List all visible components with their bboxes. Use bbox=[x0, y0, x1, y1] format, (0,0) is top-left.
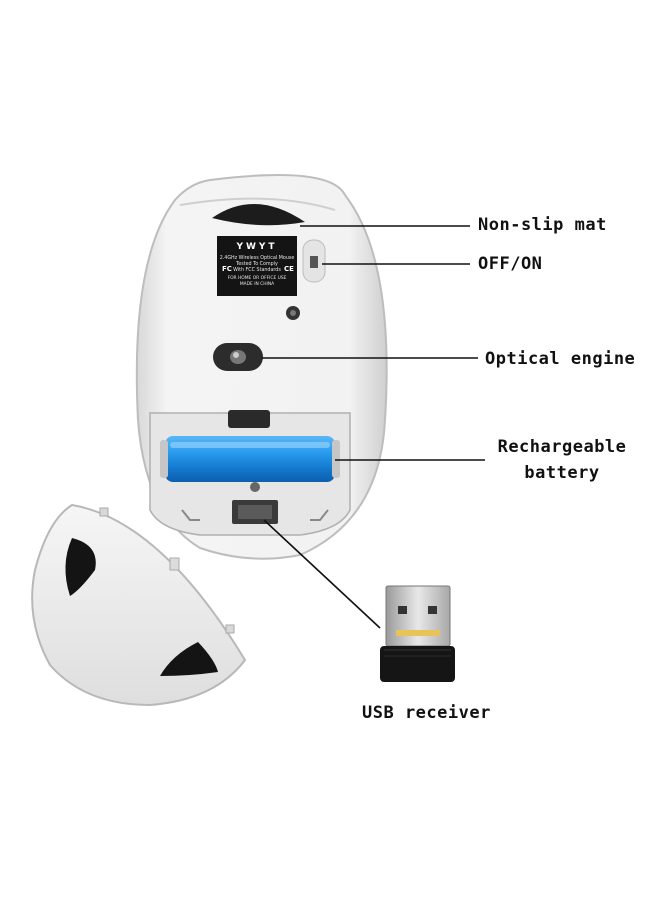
ce-mark: CE bbox=[284, 265, 294, 273]
label-battery: Rechargeable battery bbox=[492, 434, 632, 486]
sticker-brand: YWYT bbox=[235, 242, 277, 252]
rechargeable-battery bbox=[160, 436, 340, 482]
non-slip-pad-top bbox=[212, 203, 305, 226]
label-battery-line-2: battery bbox=[524, 463, 600, 483]
fcc-mark: FC bbox=[222, 265, 232, 273]
sticker-line-2: Tested To Comply bbox=[235, 261, 278, 267]
sticker-line-5: MADE IN CHINA bbox=[240, 281, 274, 287]
label-off-on: OFF/ON bbox=[478, 254, 543, 274]
cover-pad-left bbox=[65, 538, 96, 596]
sticker-line-4: FOR HOME OR OFFICE USE bbox=[228, 275, 287, 281]
label-usb-receiver: USB receiver bbox=[362, 703, 491, 723]
mouse-body bbox=[135, 174, 388, 560]
sticker-line-3: With FCC Standards bbox=[233, 267, 281, 273]
label-non-slip-mat: Non-slip mat bbox=[478, 215, 607, 235]
cover-pad-right bbox=[160, 642, 218, 676]
label-battery-line-1: Rechargeable bbox=[497, 437, 627, 457]
callout-lines bbox=[262, 225, 485, 629]
usb-receiver bbox=[380, 585, 455, 682]
product-sticker: YWYT 2.4GHz Wireless Optical Mouse Teste… bbox=[217, 236, 297, 296]
line-usb bbox=[263, 519, 381, 629]
battery-cover bbox=[31, 503, 247, 707]
sticker-line-1: 2.4GHz Wireless Optical Mouse bbox=[220, 255, 295, 261]
label-optical-engine: Optical engine bbox=[485, 349, 636, 369]
